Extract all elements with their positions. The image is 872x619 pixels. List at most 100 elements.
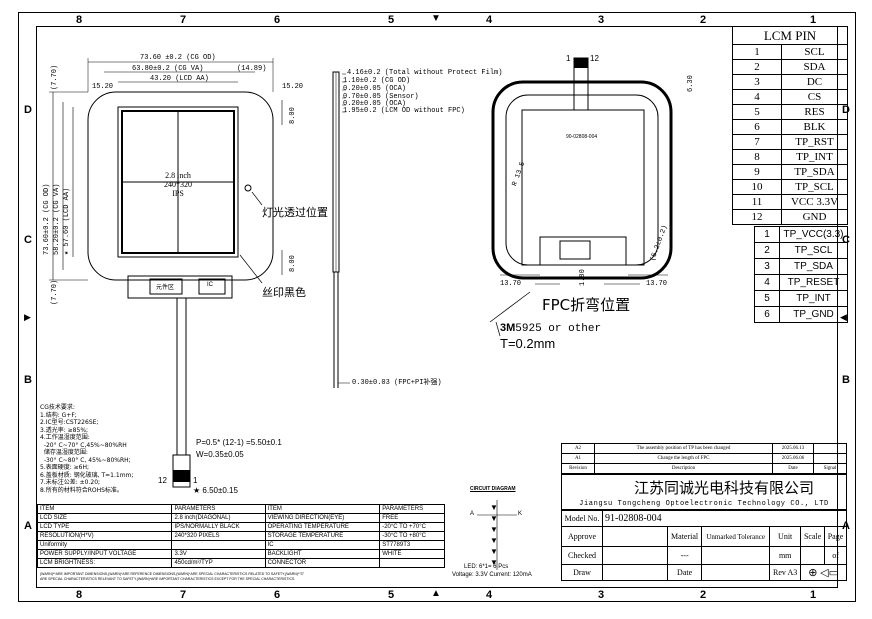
tp-pin-number: 4: [754, 274, 780, 291]
draw-value: [602, 564, 668, 581]
dim-8-00-bottom: 8.00: [289, 255, 297, 272]
circuit-led-count: LED: 6*1= 6 Pcs: [464, 564, 509, 570]
back-dim-13-70-right: 13.70: [646, 280, 668, 288]
spec-header: ITEM: [36, 504, 173, 514]
page-of: of: [824, 546, 847, 565]
spec-cell: OPERATING TEMPERATURE: [264, 522, 381, 532]
rev-label: Rev A3: [769, 564, 802, 581]
back-pin-12: 12: [590, 54, 599, 63]
unmarked-tolerance-label: Unmarked Tolerance: [701, 526, 771, 547]
revision-code: A2: [561, 443, 595, 454]
lcm-pin-signal: BLK: [781, 119, 848, 135]
revision-signal: [813, 453, 847, 464]
checked-value: [602, 546, 668, 565]
lcm-pin-signal: TP_SDA: [781, 164, 848, 180]
spec-cell: [171, 540, 266, 550]
spec-cell: -20°C TO +70°C: [379, 522, 445, 532]
note-line: 1.结构: G+F;: [40, 411, 77, 419]
lcm-pin-signal: GND: [781, 209, 848, 225]
fpc-ic-tag: IC: [207, 282, 213, 288]
material-value: ---: [666, 546, 703, 565]
tp-pin-number: 5: [754, 290, 780, 307]
zone-bottom-6: 6: [274, 589, 281, 601]
dim-14-89: (14.89): [237, 65, 267, 73]
dim-15-20-left: 15.20: [92, 83, 114, 91]
lcm-pin-number: 5: [732, 104, 782, 120]
spec-cell: IPS/NORMALLY BLACK: [171, 522, 266, 532]
dim-cg-od: 73.60 ±0.2 (CG OD): [140, 54, 216, 62]
center-arrow-left: ▶: [24, 312, 31, 322]
tp-pin-signal: TP_GND: [779, 306, 848, 323]
spec-cell: VIEWING DIRECTION(EYE): [264, 513, 381, 523]
back-pin-1: 1: [566, 54, 571, 63]
lcm-pin-number: 7: [732, 134, 782, 150]
note-line: 5.表面硬度: ≥6H;: [40, 464, 90, 471]
zone-bottom-5: 5: [388, 589, 395, 601]
lcm-pin-number: 8: [732, 149, 782, 165]
side-dim-oca-2: 0.20±0.05 (OCA): [343, 100, 407, 108]
fpc-length: ★ 6.50±0.15: [193, 486, 238, 495]
unit-value: mm: [769, 546, 802, 565]
tp-pin-number: 6: [754, 306, 780, 323]
note-line: 2.IC型号:CST226SE;: [40, 419, 99, 426]
revision-header-date: Date: [772, 463, 814, 474]
revision-signal: [813, 443, 847, 454]
scale-label: Scale: [800, 526, 826, 547]
fpc-pin-12: 12: [158, 476, 167, 485]
spec-footnote-2: ARE SPECIAL CHARACTERISTICS RELEVANT TO …: [40, 577, 296, 581]
title-block-table: Model No. 91-02808-004 Approve Material …: [561, 510, 847, 581]
screen-size: 2.8 inch: [165, 171, 191, 180]
spec-cell: FREE: [379, 513, 445, 523]
circuit-cathode: K: [518, 511, 523, 517]
lcm-pin-number: 3: [732, 74, 782, 90]
lcm-pin-signal: SCL: [781, 44, 848, 60]
title-block-company: 江苏同诚光电科技有限公司 Jiangsu Tongcheng Optoelect…: [561, 474, 847, 510]
spec-header: PARAMETERS: [379, 504, 445, 514]
company-name-en: Jiangsu Tongcheng Optoelectronic Technol…: [579, 500, 829, 508]
draw-label: Draw: [561, 564, 603, 581]
rev-label-text: Rev: [773, 568, 786, 577]
lcm-pin-signal: RES: [781, 104, 848, 120]
lcm-pin-number: 2: [732, 59, 782, 75]
side-dim-lcm-od: 1.95±0.2 (LCM OD without FPC): [343, 107, 465, 115]
back-model-small: 90-02808-004: [566, 134, 598, 140]
side-dim-sensor: 0.70±0.05 (Sensor): [343, 93, 419, 101]
circuit-voltage: Voltage: 3.3V Current: 120mA: [452, 572, 532, 578]
spec-cell: IC: [264, 540, 381, 550]
tp-pin-number: 2: [754, 242, 780, 259]
spec-cell: POWER SUPPLY/INPUT VOLTAGE: [36, 549, 173, 559]
note-line: 4.工作温湿度范围:: [40, 434, 90, 441]
date-label: Date: [666, 564, 703, 581]
tape-model: 5925 or other: [515, 323, 602, 335]
lcm-pin-signal: CS: [781, 89, 848, 105]
zone-left-C: C: [24, 234, 32, 246]
approve-label: Approve: [561, 526, 603, 547]
dim-v-cg-od: 73.60±0.2 (CG OD): [43, 183, 51, 255]
dim-cg-va: 63.80±0.2 (CG VA): [132, 65, 204, 73]
zone-bottom-2: 2: [700, 589, 707, 601]
screen-resolution: 240*320: [164, 180, 192, 189]
spec-cell: STORAGE TEMPERATURE: [264, 531, 381, 541]
tp-pin-signal: TP_VCC(3.3): [779, 226, 848, 243]
lcm-pin-signal: SDA: [781, 59, 848, 75]
tp-pin-signal: TP_SDA: [779, 258, 848, 275]
spec-footnote-1: (WARN)**ARE IMPORTANT DIMENSIONS,(WARN)*…: [40, 572, 305, 576]
lcm-pin-signal: TP_RST: [781, 134, 848, 150]
back-dim-13-70-left: 13.70: [500, 280, 522, 288]
spec-cell: LCM BRIGHTNESS:: [36, 558, 173, 568]
circuit-anode: A: [470, 511, 475, 517]
model-label: Model No.: [561, 510, 603, 527]
spec-cell: ST7789T3: [379, 540, 445, 550]
spec-cell: 240*320 PIXELS: [171, 531, 266, 541]
